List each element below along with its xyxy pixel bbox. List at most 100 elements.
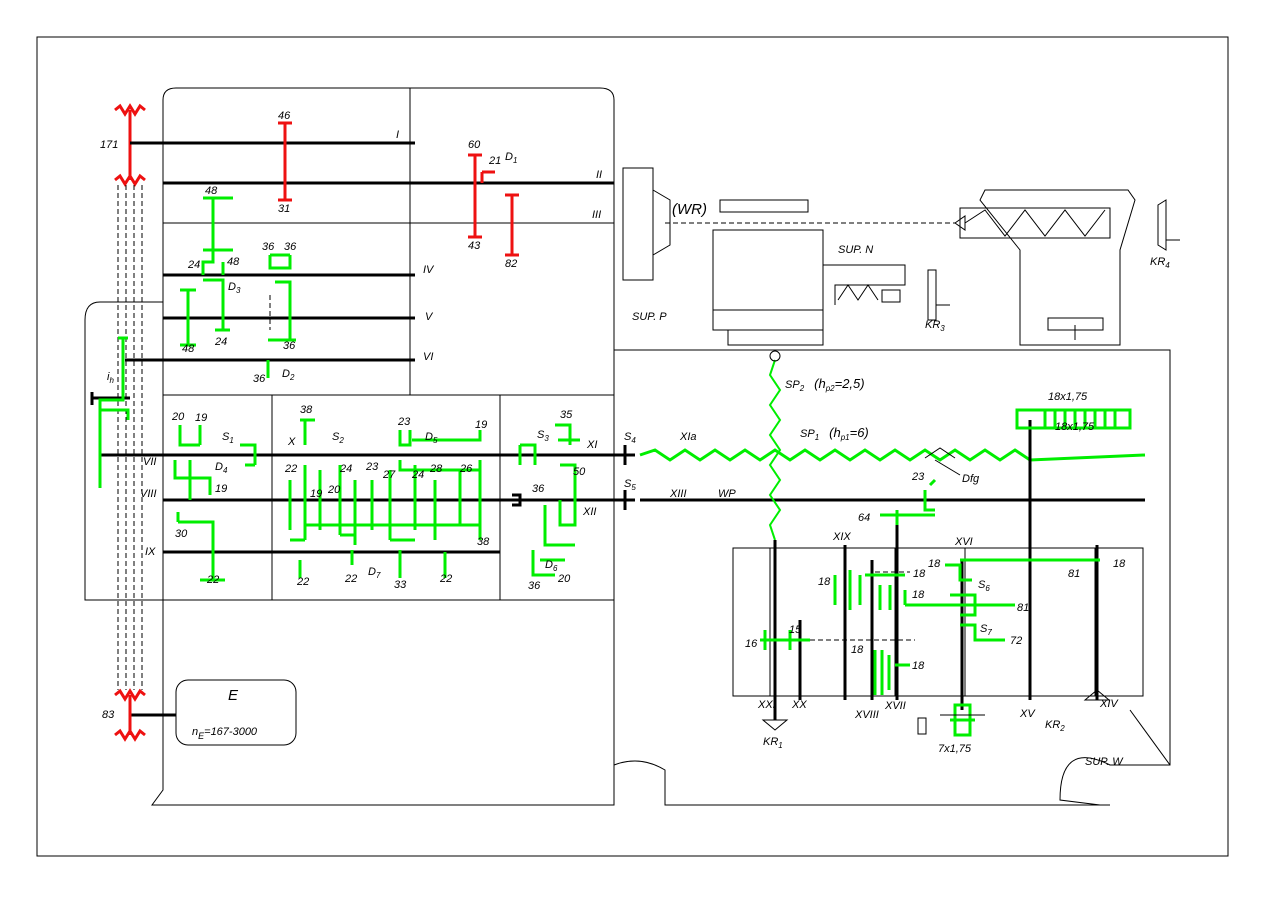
coupling-s4 [620,445,635,465]
kr3-wheel [927,269,937,321]
shaft-label-IV: IV [423,264,435,276]
tooth-22e: 22 [439,573,452,585]
headstock-body [84,87,615,806]
shaft-label-XII: XII [582,506,596,518]
tooth-24d: 24 [411,469,424,481]
s2-label: S2 [332,431,344,445]
pulley-171-bot [114,173,146,187]
gear-18-set-b [878,585,907,610]
kr2-wheel [1083,689,1111,701]
s4-label: S4 [624,431,636,445]
tooth-36f: 36 [528,580,541,592]
tailstock-body [979,189,1136,346]
sp2-center [769,350,781,362]
d7-label: D7 [368,566,381,580]
s1-label: S1 [222,431,234,445]
tooth-20c: 20 [557,573,571,585]
tooth-38b: 38 [477,536,490,548]
tooth-24a: 24 [187,259,200,271]
tooth-64: 64 [858,512,870,524]
gear-60-43 [468,153,495,239]
shaft-label-XVII: XVII [884,700,906,712]
shaft-label-V: V [425,311,434,323]
nut-7-small [917,717,927,735]
gear-48-24 [201,196,233,275]
shaft-label-I: I [396,129,399,141]
sup-p-base [727,329,824,346]
shaft-label-XX: XX [791,699,807,711]
tooth-23c: 23 [911,471,925,483]
tooth-18c: 18 [818,576,831,588]
shaft-label-XIII: XIII [669,488,687,500]
gear-18-set-a [833,570,905,610]
tooth-33: 33 [394,579,407,591]
tooth-35: 35 [560,409,573,421]
d1-label: D1 [505,151,517,165]
kr1-wheel [761,719,789,731]
shaft-label-III: III [592,209,601,221]
pulley-171-top [114,103,146,117]
gear-48-24b [180,278,230,347]
sup-w-leader [1129,709,1171,766]
tooth-18e: 18 [851,644,864,656]
tooth-20b: 20 [327,484,341,496]
kr4-label: KR4 [1150,256,1170,270]
d6-label: D6 [545,559,558,573]
tooth-38a: 38 [300,404,313,416]
tooth-50: 50 [573,466,586,478]
gearbox-gear-set [288,460,482,545]
d4-label: D4 [215,461,228,475]
shaft-label-XVI: XVI [954,536,973,548]
wp-label: WP [718,488,736,500]
tooth-24c: 24 [339,463,352,475]
tooth-48b: 48 [227,256,240,268]
pulley-83-top [114,688,146,702]
tooth-18d: 18 [912,589,925,601]
pulley-83-bot [114,728,146,742]
s3-label: S3 [537,429,549,443]
tooth-22d: 22 [344,573,357,585]
gear-23 [923,478,937,512]
gear-36-20 [531,550,565,577]
tooth-28: 28 [429,463,443,475]
sup-n-frame [823,264,906,305]
shaft-label-XVIII: XVIII [854,709,879,721]
gear-35 [555,423,580,445]
sup-w-label: SUP. W [1085,756,1124,768]
shaft-label-XI: XI [586,439,597,451]
tooth-18b: 18 [913,568,926,580]
tooth-43: 43 [468,240,481,252]
s6-label: S6 [978,579,990,593]
d5-label: D5 [425,431,438,445]
tooth-19b: 19 [215,483,227,495]
shaft-label-XV: XV [1019,708,1036,720]
motor-e [175,679,297,746]
sup-n-spring [837,284,879,301]
tooth-30: 30 [175,528,188,540]
sup-p-label: SUP. P [632,311,667,323]
d3-label: D3 [228,281,241,295]
ih-label: ih [107,371,114,385]
tooth-19c: 19 [310,488,322,500]
tooth-82: 82 [505,258,517,270]
tooth-19d: 19 [475,419,487,431]
tailstock-quill [959,207,1111,239]
motor-n-label: nE=167-3000 [192,726,258,741]
gearbox-lower-gears [298,550,447,578]
sup-n-nut [881,289,901,303]
tooth-22b: 22 [284,463,297,475]
cross-screw-SP2 [768,359,782,541]
tooth-83: 83 [102,709,115,721]
apron-body [613,349,1171,806]
slide-base [712,309,824,331]
shaft-label-IX: IX [145,546,156,558]
tooth-26: 26 [459,463,473,475]
wr-label: (WR) [672,201,707,218]
gear-20-19-d4 [173,425,212,500]
tooth-31: 31 [278,203,290,215]
gear-50-36 [543,463,577,547]
tooth-23a: 23 [365,461,379,473]
dfg-label: Dfg [962,473,980,485]
tooth-19a: 19 [195,412,207,424]
